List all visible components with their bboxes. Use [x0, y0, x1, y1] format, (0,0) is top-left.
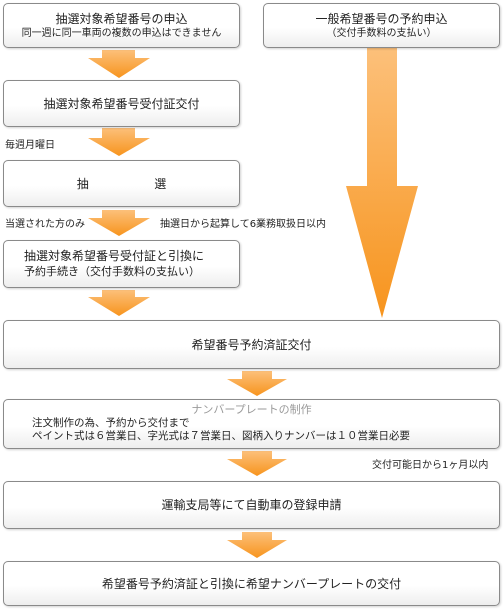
- note-winners-only: 当選された方のみ: [5, 219, 85, 230]
- down-arrow-5: [227, 371, 287, 396]
- reserved-cert-title: 希望番号予約済証交付: [191, 337, 312, 352]
- note-within-6-days: 抽選日から起算して6業務取扱日以内: [160, 219, 327, 230]
- down-arrow-4: [88, 290, 150, 316]
- exchange-line-1: 抽選対象希望番号受付証と引換に: [24, 249, 205, 263]
- lottery-apply-note: 同一週に同一車両の複数の申込はできません: [21, 27, 222, 39]
- lottery-char-1: 抽: [76, 176, 89, 191]
- reserved-cert-box: 希望番号予約済証交付: [3, 320, 500, 369]
- lottery-apply-title: 抽選対象希望番号の申込: [55, 11, 188, 26]
- final-issue-title: 希望番号予約済証と引換に希望ナンバープレートの交付: [101, 576, 402, 591]
- general-apply-sub: （交付手数料の支払い）: [326, 27, 437, 39]
- registration-title: 運輸支局等にて自動車の登録申請: [161, 498, 342, 512]
- receipt-issue-box: 抽選対象希望番号受付証交付: [3, 80, 240, 127]
- note-weekly-monday: 毎週月曜日: [5, 140, 55, 151]
- exchange-line-2: 予約手続き（交付手数料の支払い）: [24, 265, 200, 278]
- down-arrow-6: [227, 451, 287, 476]
- lottery-box: 抽 選: [3, 160, 240, 207]
- final-issue-box: 希望番号予約済証と引換に希望ナンバープレートの交付: [3, 561, 500, 606]
- general-apply-title: 一般希望番号の予約申込: [315, 11, 448, 26]
- long-down-arrow: [346, 48, 418, 318]
- down-arrow-7: [227, 532, 287, 558]
- plate-production-line-1: 注文制作の為、予約から交付まで: [32, 417, 190, 429]
- exchange-box: 抽選対象希望番号受付証と引換に 予約手続き（交付手数料の支払い）: [3, 240, 240, 288]
- note-within-1-month: 交付可能日から1ヶ月以内: [372, 460, 489, 471]
- lottery-char-2: 選: [154, 176, 167, 191]
- plate-production-title: ナンバープレートの制作: [191, 403, 312, 416]
- down-arrow-1: [88, 50, 150, 78]
- plate-production-box: ナンバープレートの制作 注文制作の為、予約から交付まで ペイント式は６営業日、字…: [3, 399, 500, 449]
- general-apply-box: 一般希望番号の予約申込 （交付手数料の支払い）: [263, 3, 500, 48]
- lottery-apply-box: 抽選対象希望番号の申込 同一週に同一車両の複数の申込はできません: [3, 3, 240, 48]
- registration-box: 運輸支局等にて自動車の登録申請: [3, 481, 500, 529]
- down-arrow-2: [88, 128, 150, 156]
- receipt-issue-title: 抽選対象希望番号受付証交付: [43, 96, 200, 111]
- down-arrow-3: [88, 210, 150, 236]
- plate-production-line-2: ペイント式は６営業日、字光式は７営業日、図柄入りナンバーは１０営業日必要: [32, 430, 410, 442]
